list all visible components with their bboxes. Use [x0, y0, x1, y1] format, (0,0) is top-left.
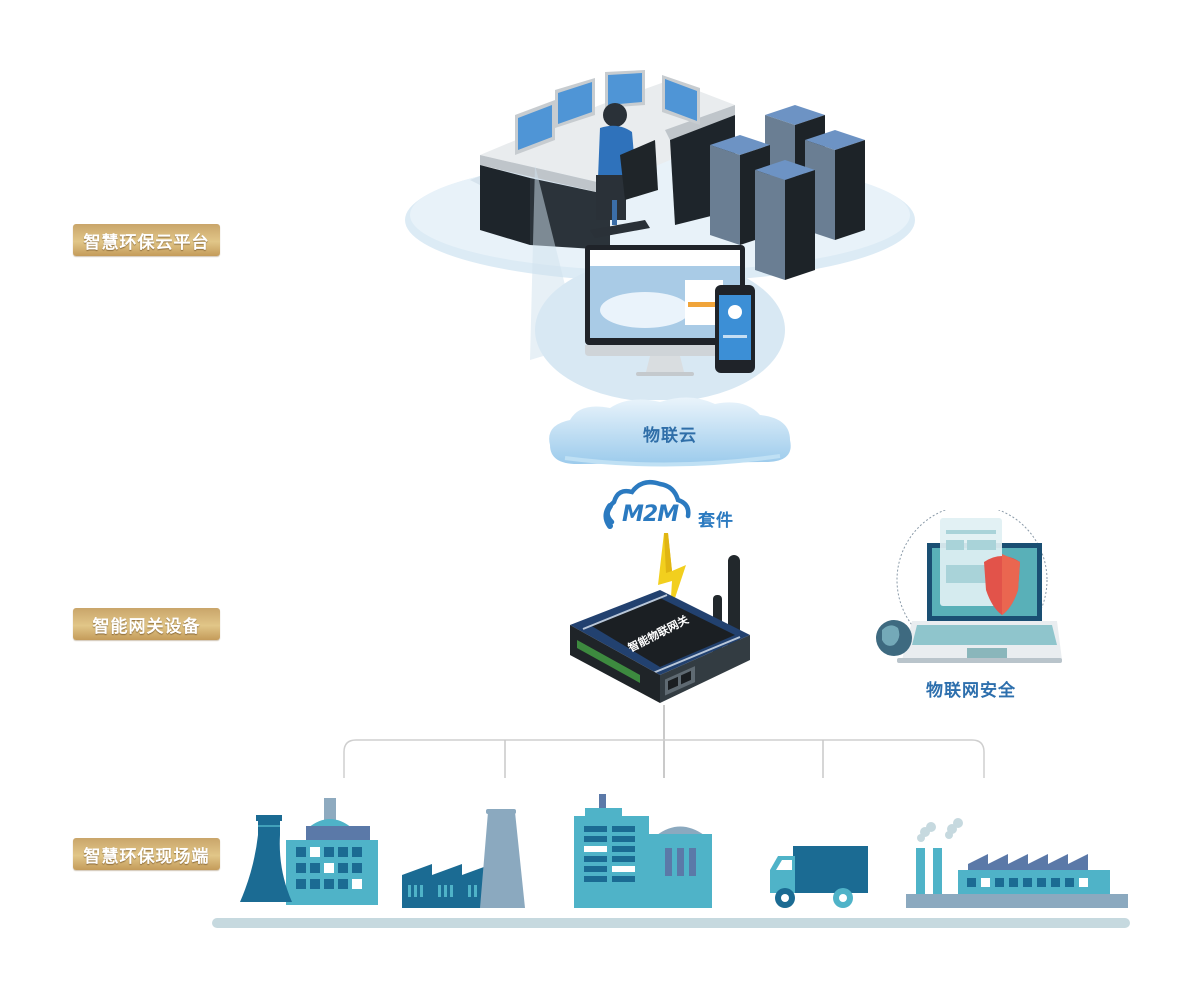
- network-connector-lines: [343, 705, 985, 778]
- iot-security-label: 物联网安全: [926, 681, 1016, 701]
- ethernet-port-icon: [681, 670, 691, 685]
- lightning-bolt-icon: [658, 533, 686, 613]
- iot-security-illustration: [876, 510, 1062, 663]
- desktop-monitor-icon: [585, 245, 745, 376]
- smartphone-icon: [715, 285, 755, 373]
- smokestack-factory-icon: [906, 818, 1128, 908]
- operator-figure: [590, 103, 658, 238]
- m2m-cloud-logo-icon: [603, 480, 691, 529]
- office-building-icon: [574, 794, 712, 908]
- tier-label-gateway: 智能网关设备: [73, 608, 220, 640]
- ethernet-port-icon: [668, 676, 678, 691]
- field-sites: [212, 794, 1130, 928]
- keyboard: [912, 625, 1057, 645]
- iot-gateway-device: 智能物联网关: [570, 555, 750, 703]
- power-plant-icon: [240, 798, 378, 905]
- terminal-block: [577, 640, 640, 683]
- factory-cooling-tower-icon: [402, 809, 525, 908]
- iot-cloud-label: 物联云: [643, 426, 697, 446]
- connector-bus: [343, 739, 985, 778]
- truck-icon: [770, 846, 868, 908]
- monitors: [515, 70, 700, 155]
- m2m-logo-text: M2M: [622, 502, 679, 527]
- m2m-suite-label: 套件: [698, 511, 734, 531]
- iot-cloud: [549, 397, 791, 467]
- tier-label-platform: 智慧环保云平台: [73, 224, 220, 256]
- server-racks: [710, 105, 865, 280]
- ground-line: [212, 918, 1130, 928]
- cloud-platform-illustration: [405, 70, 915, 400]
- tier-label-field: 智慧环保现场端: [73, 838, 220, 870]
